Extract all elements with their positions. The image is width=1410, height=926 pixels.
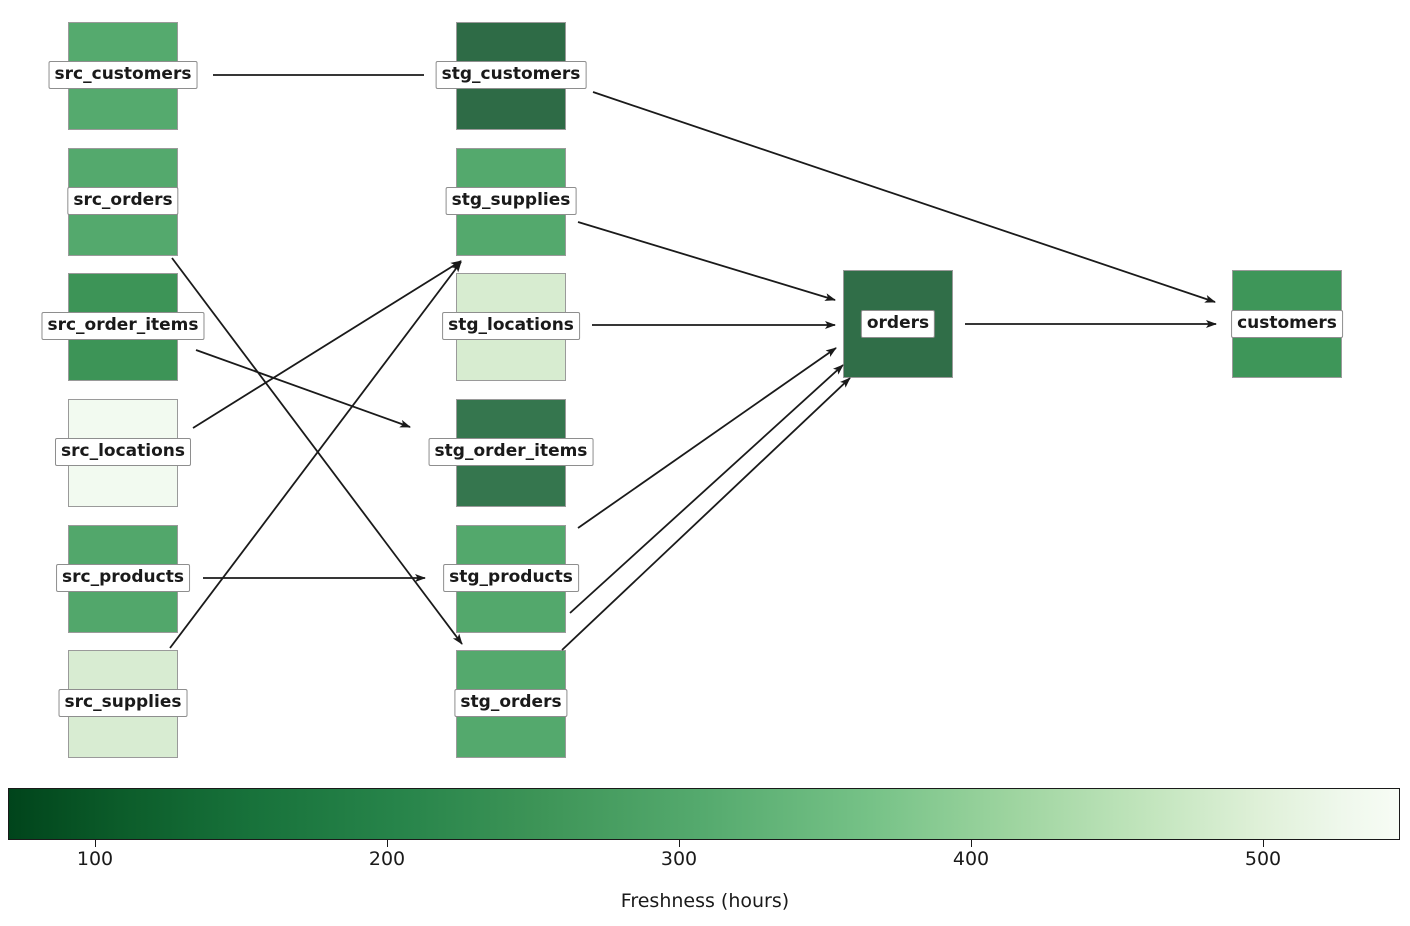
edge-src-supplies-to-stg-supplies xyxy=(169,261,462,649)
colorbar-tick-label-400: 400 xyxy=(952,848,990,870)
node-label-src-customers[interactable]: src_customers xyxy=(48,61,198,89)
node-label-stg-order-items[interactable]: stg_order_items xyxy=(428,438,594,466)
node-label-orders[interactable]: orders xyxy=(860,310,936,338)
edge-src-order-items-to-stg-order-items xyxy=(195,349,411,428)
colorbar-tick-300 xyxy=(679,840,680,847)
node-label-stg-supplies[interactable]: stg_supplies xyxy=(445,187,577,215)
node-label-src-orders[interactable]: src_orders xyxy=(67,187,179,215)
colorbar-tick-label-500: 500 xyxy=(1244,848,1282,870)
node-label-src-locations[interactable]: src_locations xyxy=(55,438,191,466)
edge-src-locations-to-stg-locations xyxy=(192,260,462,429)
edge-stg-orders-to-orders xyxy=(561,377,851,651)
colorbar-tick-200 xyxy=(387,840,388,847)
colorbar-tick-label-100: 100 xyxy=(76,848,114,870)
node-label-stg-orders[interactable]: stg_orders xyxy=(454,689,568,717)
edge-stg-customers-to-customers xyxy=(592,91,1216,303)
node-label-src-order-items[interactable]: src_order_items xyxy=(41,312,205,340)
node-label-stg-locations[interactable]: stg_locations xyxy=(442,312,580,340)
node-label-stg-products[interactable]: stg_products xyxy=(443,564,579,592)
node-label-stg-customers[interactable]: stg_customers xyxy=(435,61,587,89)
colorbar: 100 200 300 400 500 xyxy=(8,788,1400,870)
edge-src-orders-to-stg-orders xyxy=(171,257,463,645)
colorbar-axis-label: Freshness (hours) xyxy=(620,890,790,912)
colorbar-tick-label-200: 200 xyxy=(368,848,406,870)
node-label-src-products[interactable]: src_products xyxy=(56,564,190,592)
node-label-src-supplies[interactable]: src_supplies xyxy=(58,689,188,717)
colorbar-tick-label-300: 300 xyxy=(660,848,698,870)
edge-stg-products-to-orders xyxy=(569,364,844,614)
colorbar-gradient xyxy=(8,788,1400,840)
colorbar-tick-500 xyxy=(1263,840,1264,847)
node-label-customers[interactable]: customers xyxy=(1231,310,1343,338)
colorbar-tick-400 xyxy=(971,840,972,847)
colorbar-tick-100 xyxy=(95,840,96,847)
edge-stg-supplies-to-orders xyxy=(577,221,836,301)
edge-stg-order-items-to-orders xyxy=(577,347,837,529)
